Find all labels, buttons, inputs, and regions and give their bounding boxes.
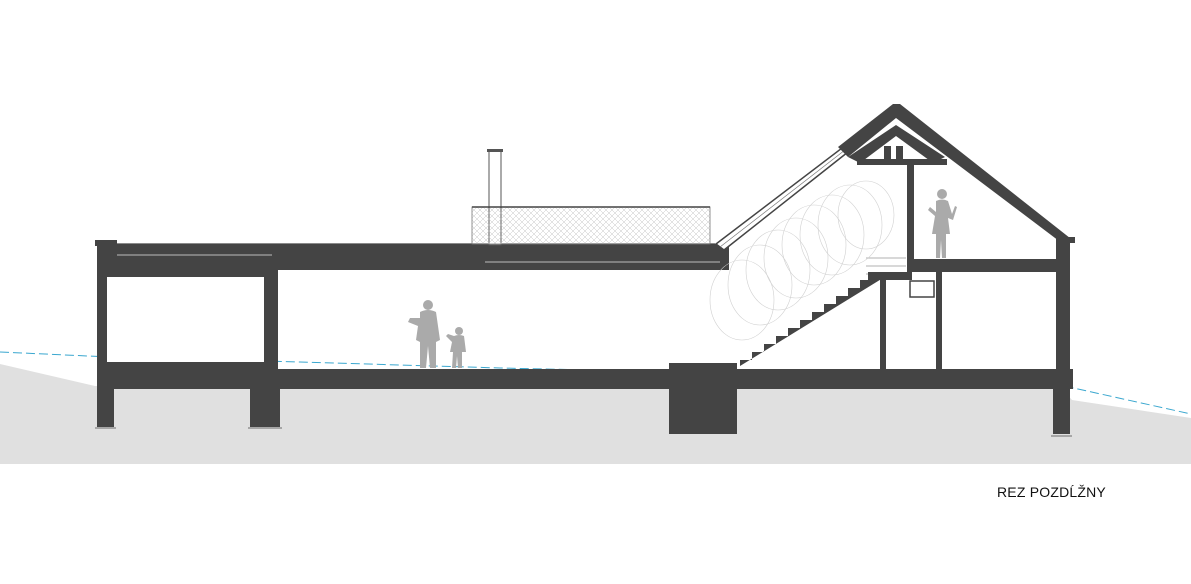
- foundation-bases: [95, 427, 1072, 437]
- figure-adult: [408, 300, 440, 368]
- attic-tie-beam: [857, 159, 947, 165]
- figure-woman: [928, 189, 957, 258]
- staircase: [729, 272, 883, 366]
- terrace-railing: [471, 206, 711, 245]
- drawing-caption: REZ POZDĹŽNY: [997, 484, 1106, 500]
- stair-landing: [868, 272, 912, 280]
- gable-vents: [884, 146, 903, 159]
- mezzanine-guardrail: [866, 257, 906, 275]
- ceiling-light-lines: [117, 254, 720, 263]
- slab-supports: [97, 385, 1070, 407]
- left-room-sill: [107, 362, 264, 369]
- roof-parapet: [95, 240, 117, 246]
- chimney-cap: [487, 149, 503, 152]
- stair-trace: [709, 180, 895, 341]
- interior-partitions: [880, 272, 942, 370]
- east-eaves: [1063, 237, 1075, 243]
- flat-roof-slab: [97, 244, 729, 270]
- attic-floor: [907, 259, 1063, 272]
- pitched-roof: [838, 104, 1075, 244]
- ground-floor-slab: [97, 369, 1073, 389]
- left-room-walls: [97, 270, 278, 370]
- kitchen-unit: [909, 280, 935, 298]
- left-room-interior: [107, 277, 264, 369]
- figure-child: [446, 327, 466, 368]
- sloped-glazing: [714, 147, 850, 251]
- attic-wall: [907, 163, 914, 263]
- east-wall: [1056, 238, 1070, 372]
